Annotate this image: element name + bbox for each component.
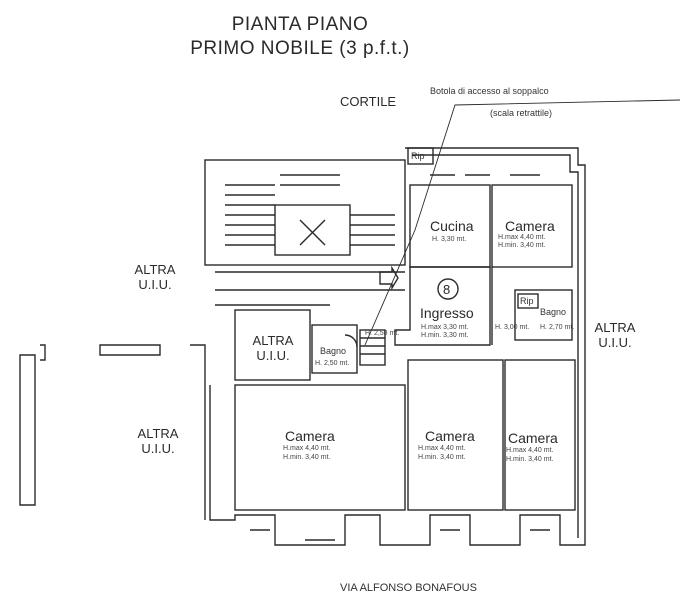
room-bagno-left xyxy=(311,324,358,374)
camera-right-hmin: H.min. 3,40 mt. xyxy=(506,456,554,463)
camera-mid-hmax: H.max 4,40 mt. xyxy=(418,445,466,452)
street-label: VIA ALFONSO BONAFOUS xyxy=(340,582,477,594)
botola-label-line1: Botola di accesso al soppalco xyxy=(430,86,549,96)
room-camera-top xyxy=(491,184,573,268)
unit-marker xyxy=(437,278,459,300)
cucina-height: H. 3,30 mt. xyxy=(432,236,467,243)
camera-big-name: Camera xyxy=(285,428,335,444)
rip-top-label: Rip xyxy=(411,151,425,161)
unit-number: 8 xyxy=(443,282,451,297)
rip-top-box xyxy=(407,147,434,165)
cortile-label: CORTILE xyxy=(340,94,397,109)
plan-title-line2: PRIMO NOBILE (3 p.f.t.) xyxy=(190,38,410,59)
room-camera-mid xyxy=(407,359,504,511)
ingresso-side-height-2: H. 3,00 mt. xyxy=(495,324,530,331)
cucina-name: Cucina xyxy=(430,218,474,234)
camera-top-name: Camera xyxy=(505,218,555,234)
altra-uiu-middle xyxy=(234,309,311,381)
camera-big-hmax: H.max 4,40 mt. xyxy=(283,445,331,452)
apartment-outline-inner xyxy=(412,154,579,538)
camera-top-hmin: H.min. 3,40 mt. xyxy=(498,242,546,249)
camera-mid-hmin: H.min. 3,40 mt. xyxy=(418,454,466,461)
room-camera-right xyxy=(504,359,576,511)
botola-leader xyxy=(364,99,681,346)
plan-title-line1: PIANTA PIANO xyxy=(231,14,369,35)
rip-bagno-label: Rip xyxy=(520,296,534,306)
apartment-outline xyxy=(209,147,586,546)
ingresso-hmin: H.min. 3,30 mt. xyxy=(421,332,469,339)
bagno-left-height: H. 2,50 mt. xyxy=(315,360,350,367)
bagno-right-name: Bagno xyxy=(540,307,567,317)
camera-top-hmax: H.max 4,40 mt. xyxy=(498,234,546,241)
camera-mid-name: Camera xyxy=(425,428,475,444)
botola-label-line2: (scala retrattile) xyxy=(490,108,553,118)
stairwell xyxy=(204,159,406,266)
rip-bagno-box xyxy=(517,293,539,309)
room-camera-big xyxy=(234,384,406,511)
left-neighbor-wall xyxy=(19,354,36,506)
bagno-right-height: H. 2,70 mt. xyxy=(540,324,575,331)
room-ingresso xyxy=(394,266,491,346)
room-bagno-right xyxy=(514,289,573,341)
camera-right-name: Camera xyxy=(508,430,558,446)
ingresso-side-height: H. 2,58 mt. xyxy=(365,330,400,337)
ingresso-hmax: H.max 3,30 mt. xyxy=(421,324,469,331)
bagno-left-name: Bagno xyxy=(320,346,347,356)
stair-core xyxy=(274,204,351,256)
ingresso-name: Ingresso xyxy=(420,305,474,321)
camera-right-hmax: H.max 4,40 mt. xyxy=(506,447,554,454)
camera-big-hmin: H.min. 3,40 mt. xyxy=(283,454,331,461)
